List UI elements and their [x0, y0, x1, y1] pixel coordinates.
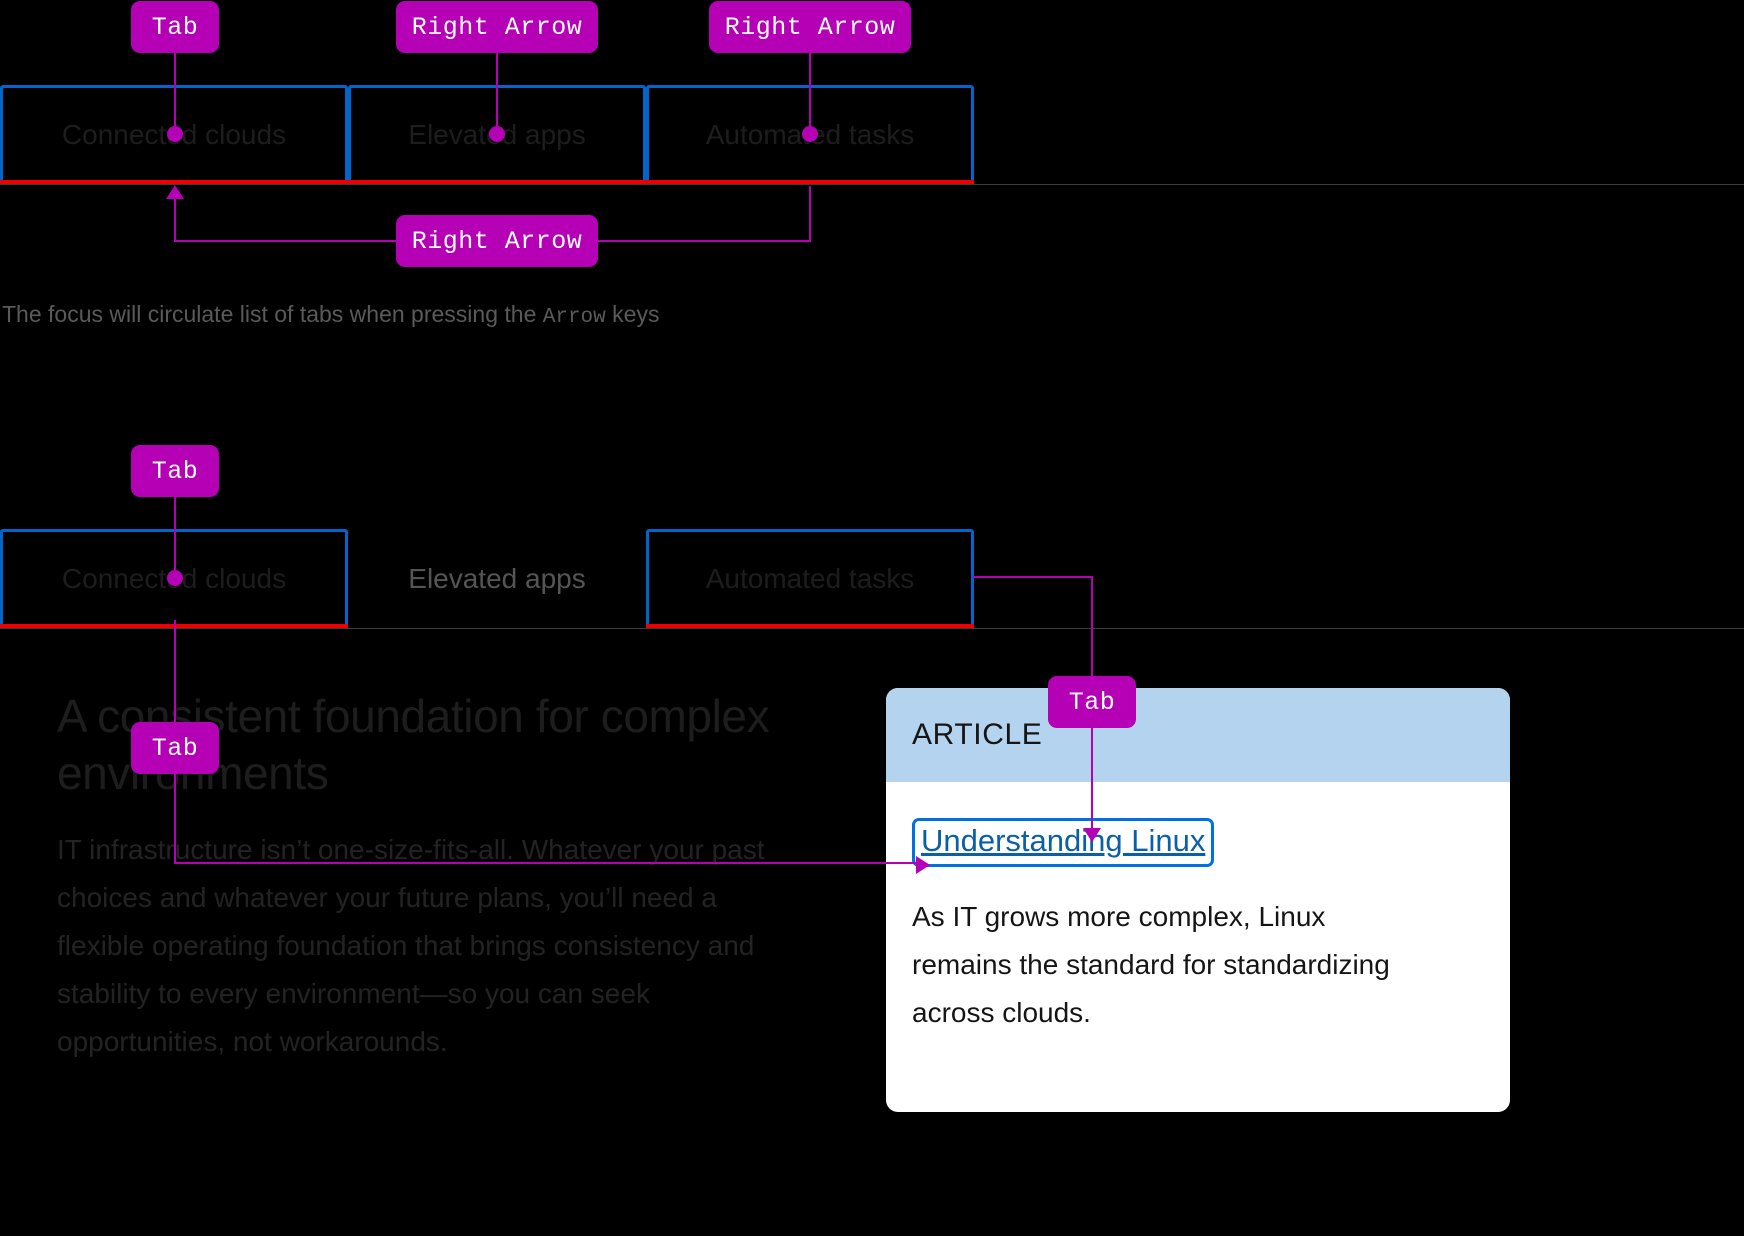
connector-endpoint-dot — [802, 126, 818, 142]
connector-wrap-down — [809, 186, 811, 241]
keycap-tab-body[interactable]: Tab — [131, 722, 219, 774]
connector-body-arrowhead — [916, 856, 930, 874]
tab-automated-tasks-2[interactable]: Automated tasks — [646, 529, 974, 628]
article-eyebrow: ARTICLE — [912, 718, 1043, 751]
panel-body: IT infrastructure isn’t one-size-fits-al… — [57, 826, 777, 1066]
keycap-label: Right Arrow — [411, 12, 583, 42]
connector-tab-strip — [174, 497, 176, 578]
connector-right-arrow-1 — [496, 53, 498, 134]
article-summary: As IT grows more complex, Linux remains … — [912, 901, 1390, 1028]
connector-card-horizontal — [973, 576, 1093, 578]
connector-card-down — [1091, 728, 1093, 831]
article-card-body: Understanding Linux As IT grows more com… — [886, 782, 1510, 1065]
caption-text-after: keys — [605, 301, 660, 327]
article-card-header: ARTICLE — [886, 688, 1510, 782]
connector-wrap-up — [174, 198, 176, 241]
caption-key-name: Arrow — [542, 306, 606, 329]
connector-wrap-left-seg — [174, 240, 398, 242]
connector-endpoint-dot — [167, 570, 183, 586]
keycap-tab-card[interactable]: Tab — [1048, 676, 1136, 728]
connector-card-from-tab3 — [1091, 577, 1093, 679]
keycap-label: Tab — [1068, 687, 1116, 717]
keycap-right-arrow-wrap[interactable]: Right Arrow — [396, 215, 598, 267]
tabstrip-rule-2 — [0, 628, 1744, 629]
connector-tab-1 — [174, 53, 176, 134]
keycap-label: Tab — [151, 456, 199, 486]
tabstrip-rule-1 — [0, 184, 1744, 185]
tab-active-underline — [348, 180, 646, 184]
tab-elevated-apps-2[interactable]: Elevated apps — [348, 529, 646, 628]
keycap-label: Tab — [151, 12, 199, 42]
tab-label: Automated tasks — [705, 562, 915, 594]
caption-text-before: The focus will circulate list of tabs wh… — [2, 301, 543, 327]
tab-active-underline — [0, 180, 348, 184]
connector-wrap-arrowhead — [166, 185, 184, 199]
connector-endpoint-dot — [167, 126, 183, 142]
tab-label: Elevated apps — [408, 562, 586, 594]
panel-body-text: IT infrastructure isn’t one-size-fits-al… — [57, 834, 765, 1057]
article-card: ARTICLE Understanding Linux As IT grows … — [886, 688, 1510, 1112]
connector-tab-body-right — [174, 862, 916, 864]
connector-endpoint-dot — [489, 126, 505, 142]
keycap-right-arrow-2[interactable]: Right Arrow — [709, 1, 911, 53]
tab-active-underline — [646, 624, 974, 628]
keycap-label: Tab — [151, 733, 199, 763]
connector-right-arrow-2 — [809, 53, 811, 134]
connector-wrap-right-seg — [598, 240, 811, 242]
keycap-label: Right Arrow — [724, 12, 896, 42]
connector-card-arrowhead — [1083, 828, 1101, 842]
keycap-tab-1[interactable]: Tab — [131, 1, 219, 53]
article-link-understanding-linux[interactable]: Understanding Linux — [912, 818, 1215, 867]
caption-arrow-keys: The focus will circulate list of tabs wh… — [2, 301, 659, 329]
keycap-tab-strip[interactable]: Tab — [131, 445, 219, 497]
tab-active-underline — [646, 180, 974, 184]
keycap-right-arrow-1[interactable]: Right Arrow — [396, 1, 598, 53]
keycap-label: Right Arrow — [411, 226, 583, 256]
